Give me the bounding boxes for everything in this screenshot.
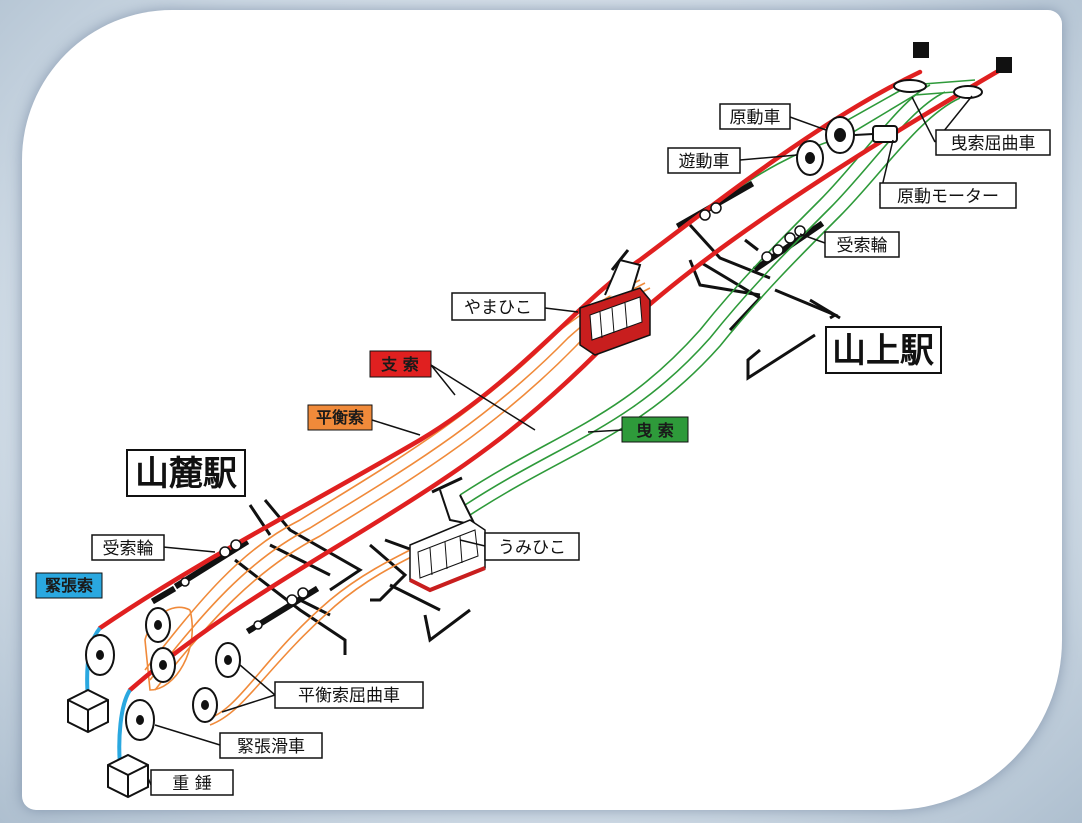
support-wheels: [180, 202, 806, 630]
station-outlines: [234, 223, 841, 655]
label-track-cable: 支 索: [369, 350, 432, 378]
label-haul-cable: 曳 索: [621, 416, 689, 443]
support-rails: [150, 180, 825, 635]
drive-wheel-label: 原動車: [730, 108, 781, 128]
label-car-umihiko: うみひこ: [484, 532, 580, 561]
label-support-wheel-top: 受索輪: [824, 231, 900, 258]
car-yamahiko-label: やまひこ: [464, 298, 532, 318]
label-weight: 重 錘: [150, 769, 234, 796]
label-car-yamahiko: やまひこ: [451, 292, 546, 321]
label-tension-cable: 緊張索: [35, 572, 103, 599]
weight-label: 重 錘: [172, 774, 211, 794]
label-haul-bend-wheel: 曳索屈曲車: [935, 129, 1051, 156]
diagram-card: [22, 10, 1062, 810]
tension-pulley-label: 緊張滑車: [237, 737, 305, 757]
label-tension-pulley: 緊張滑車: [219, 732, 323, 759]
label-balance-bend-wheel: 平衡索屈曲車: [274, 681, 424, 709]
support-wheel-bottom-label: 受索輪: [103, 539, 154, 559]
track-cable-label: 支 索: [380, 355, 419, 374]
label-balance-cable: 平衡索: [307, 404, 373, 431]
support-wheel-top-label: 受索輪: [837, 236, 888, 256]
label-drive-wheel: 原動車: [719, 103, 791, 130]
label-idler-wheel: 遊動車: [667, 147, 741, 174]
haul-cable-label: 曳 索: [636, 421, 674, 440]
balance-bend-wheel-label: 平衡索屈曲車: [298, 686, 400, 706]
car-yamahiko: [579, 249, 651, 356]
car-umihiko-label: うみひこ: [498, 538, 566, 558]
anchor-block-2: [996, 57, 1012, 73]
label-base-station: 山麓駅: [126, 449, 246, 497]
car-umihiko: [409, 476, 486, 593]
label-summit-station: 山上駅: [825, 326, 942, 374]
label-drive-motor: 原動モーター: [879, 182, 1017, 209]
weights: [67, 688, 149, 799]
summit-station-label: 山上駅: [832, 331, 934, 371]
tension-cable-label: 緊張索: [45, 576, 93, 595]
balance-cable-label: 平衡索: [316, 408, 364, 427]
track-cables: [97, 67, 1003, 693]
haul-bend-wheel-label: 曳索屈曲車: [951, 134, 1036, 154]
bottom-pulleys: [85, 607, 241, 741]
idler-wheel-label: 遊動車: [679, 152, 730, 172]
anchor-block-1: [913, 42, 929, 58]
base-station-label: 山麓駅: [135, 454, 237, 494]
drive-motor-label: 原動モーター: [897, 187, 999, 207]
leader-lines: [147, 95, 973, 786]
haul-cables: [459, 79, 981, 516]
label-support-wheel-bottom: 受索輪: [91, 534, 165, 561]
drive-machinery: [796, 79, 983, 176]
